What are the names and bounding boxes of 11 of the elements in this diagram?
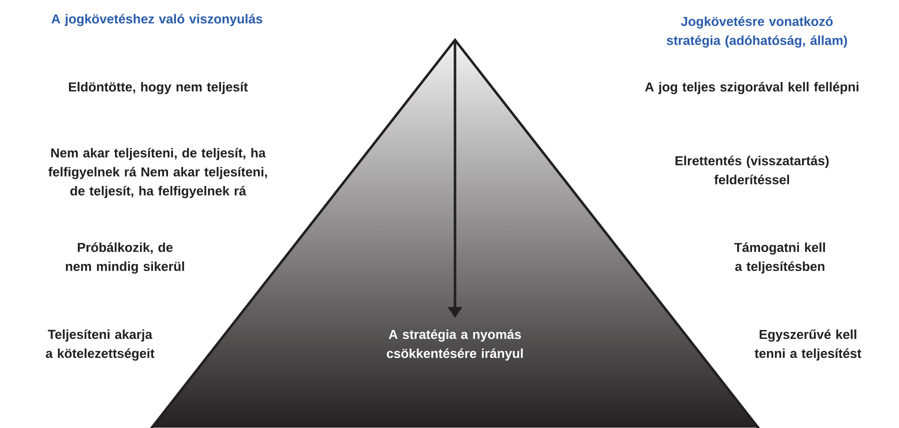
level-text: Teljesíteni akarja a kötelezettségeit	[46, 329, 154, 361]
level-text: Elrettentés (visszatartás) felderítéssel	[676, 156, 829, 184]
level-text: Eldöntötte, hogy nem teljesít	[68, 82, 248, 94]
column-heading: Jogkövetésre vonatkozó stratégia (adóhatóság, állam)	[666, 16, 847, 48]
level-text: Nem akar teljesíteni, de teljesít, ha felfigyelnek rá Nem akar teljesíteni, de teljesít, ha felfigyelnek rá	[48, 148, 267, 198]
column-heading: A jogkövetéshez való viszonyulás	[52, 14, 262, 26]
level-text: Egyszerűvé kell tenni a teljesítést	[754, 329, 862, 361]
pyramid-label: A stratégia a nyomás csökkentésére irányul	[386, 329, 523, 361]
level-text: A jog teljes szigorával kell fellépni	[645, 82, 858, 94]
level-text: Próbálkozik, de nem mindig sikerül	[66, 242, 184, 274]
level-text: Támogatni kell a teljesítésben	[734, 242, 825, 274]
